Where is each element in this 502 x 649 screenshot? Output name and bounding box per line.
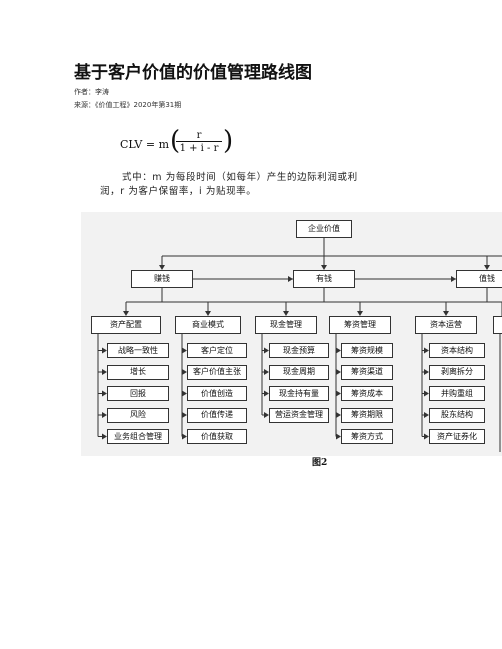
formula-fraction: r 1 + i - r — [176, 130, 222, 154]
leaf-arrow-2-2 — [264, 390, 269, 397]
leaf-box-3-2: 筹资成本 — [341, 386, 393, 401]
formula-lhs: CLV = m — [120, 138, 170, 151]
leaf-box-0-2: 回报 — [107, 386, 169, 401]
leaf-arrow-3-1 — [336, 369, 341, 375]
level2-drop-arrow-1 — [205, 311, 211, 316]
leaf-box-4-0: 资本结构 — [429, 343, 485, 358]
level2-drop-arrow-3 — [357, 311, 363, 316]
formula-right-paren: ) — [223, 126, 234, 156]
leaf-box-3-4: 筹资方式 — [341, 429, 393, 444]
leaf-arrow-1-1 — [182, 369, 187, 375]
leaf-arrow-0-4 — [102, 433, 107, 440]
leaf-box-2-1: 现金周期 — [269, 364, 329, 380]
leaf-arrow-2-0 — [264, 347, 269, 354]
formula-left-paren: ( — [170, 126, 181, 156]
leaf-box-1-1: 客户价值主张 — [187, 364, 247, 380]
leaf-arrow-4-3 — [424, 412, 429, 418]
figure-caption: 图2 — [312, 458, 328, 468]
leaf-arrow-1-0 — [182, 347, 187, 354]
article-author: 作者：李涛 — [74, 88, 109, 96]
leaf-box-2-3: 营运资金管理 — [269, 407, 329, 423]
level1-link-arrow-1 — [451, 276, 456, 282]
article-source: 来源：《价值工程》2020年第31期 — [74, 101, 182, 109]
leaf-arrow-3-4 — [336, 433, 341, 440]
level1-box-1: 有钱 — [293, 270, 355, 288]
leaf-box-0-3: 风险 — [107, 407, 169, 423]
leaf-arrow-4-1 — [424, 369, 429, 375]
formula-numerator: r — [196, 130, 202, 141]
level2-drop-arrow-0 — [123, 311, 129, 316]
leaf-arrow-0-0 — [102, 347, 107, 354]
leaf-box-2-2: 现金持有量 — [269, 386, 329, 401]
article-title: 基于客户价值的价值管理路线图 — [74, 63, 312, 83]
level1-box-2: 值钱 — [456, 270, 502, 288]
leaf-box-4-2: 并购重组 — [429, 386, 485, 401]
level2-box-0: 资产配置 — [91, 316, 161, 334]
level2-box-4: 资本运营 — [415, 316, 477, 334]
leaf-box-0-0: 战略一致性 — [107, 343, 169, 358]
leaf-arrow-3-0 — [336, 347, 341, 354]
value-management-diagram: 企业价值赚钱 有钱 值钱资产配置商业模式现金管理筹资管理 资本运营战略一致性增长回报风… — [81, 212, 502, 456]
leaf-arrow-4-0 — [424, 347, 429, 354]
leaf-arrow-0-1 — [102, 369, 107, 375]
level2-drop-arrow-4 — [443, 311, 449, 316]
leaf-box-0-1: 增长 — [107, 364, 169, 380]
level2-box-3: 筹资管理 — [329, 316, 391, 334]
level2-box-1: 商业模式 — [175, 316, 241, 334]
leaf-box-3-0: 筹资规模 — [341, 343, 393, 358]
clv-formula: CLV = m ( r 1 + i - r ) — [120, 126, 240, 162]
leaf-box-3-1: 筹资渠道 — [341, 364, 393, 380]
leaf-arrow-2-3 — [264, 412, 269, 418]
leaf-box-4-3: 股东结构 — [429, 407, 485, 423]
leaf-arrow-3-2 — [336, 390, 341, 397]
leaf-box-1-2: 价值创造 — [187, 386, 247, 401]
leaf-box-1-4: 价值获取 — [187, 429, 247, 444]
leaf-box-3-3: 筹资期限 — [341, 407, 393, 423]
leaf-box-0-4: 业务组合管理 — [107, 429, 169, 444]
level2-box-2: 现金管理 — [255, 316, 317, 334]
leaf-arrow-1-4 — [182, 433, 187, 440]
leaf-arrow-0-3 — [102, 412, 107, 418]
level1-drop-arrow-0 — [159, 265, 165, 270]
leaf-arrow-4-4 — [424, 433, 429, 440]
leaf-arrow-4-2 — [424, 390, 429, 397]
leaf-arrow-1-3 — [182, 412, 187, 418]
level2-box-cutoff — [493, 316, 502, 334]
formula-description-line2: 润，r 为客户保留率，i 为贴现率。 — [100, 186, 257, 197]
formula-description-line1: 式中：m 为每段时间（如每年）产生的边际利润或利 — [122, 172, 358, 183]
leaf-arrow-0-2 — [102, 390, 107, 397]
diagram-connectors — [97, 238, 502, 452]
leaf-box-2-0: 现金预算 — [269, 343, 329, 358]
formula-denominator: 1 + i - r — [176, 141, 222, 154]
leaf-box-1-3: 价值传递 — [187, 407, 247, 423]
leaf-arrow-1-2 — [182, 390, 187, 397]
leaf-box-4-4: 资产证券化 — [429, 429, 485, 444]
leaf-arrow-2-1 — [264, 369, 269, 375]
level1-link-arrow-0 — [288, 276, 293, 282]
level2-drop-arrow-2 — [283, 311, 289, 316]
leaf-arrow-3-3 — [336, 412, 341, 418]
leaf-box-4-1: 剥离拆分 — [429, 364, 485, 380]
diagram-root-box: 企业价值 — [296, 220, 352, 238]
leaf-box-1-0: 客户定位 — [187, 343, 247, 358]
level1-box-0: 赚钱 — [131, 270, 193, 288]
level1-drop-arrow-1 — [321, 265, 327, 270]
level1-drop-arrow-2 — [484, 265, 490, 270]
